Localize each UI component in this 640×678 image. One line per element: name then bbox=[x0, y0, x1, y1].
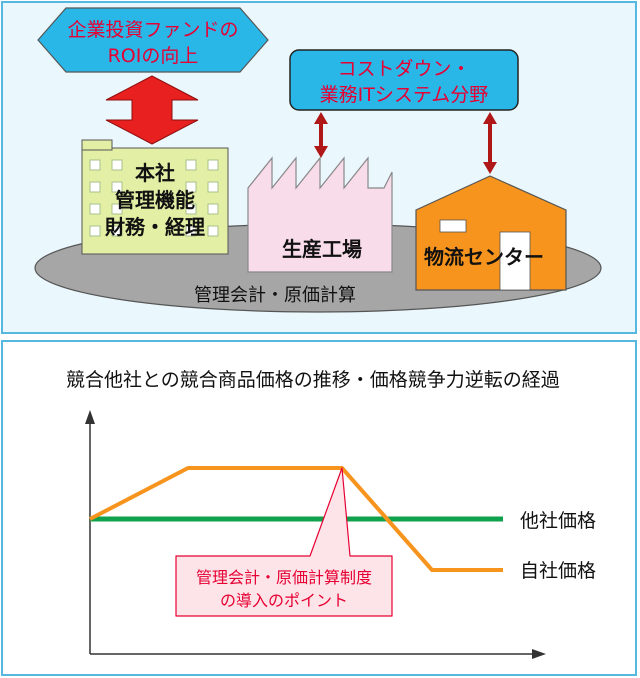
logistics-building bbox=[415, 175, 567, 291]
roi-double-arrow bbox=[105, 75, 199, 145]
base-label: 管理会計・原価計算 bbox=[194, 285, 356, 306]
factory-building bbox=[247, 156, 393, 273]
factory-connector-arrow bbox=[314, 112, 328, 158]
hq-window bbox=[89, 203, 101, 215]
hq-window bbox=[185, 203, 197, 215]
hq-window bbox=[89, 159, 101, 171]
roi-label-line2: ROIの向上 bbox=[108, 45, 199, 67]
hq-window bbox=[207, 159, 219, 171]
cost-label-line2: 業務ITシステム分野 bbox=[320, 84, 489, 106]
hq-label-line3: 財務・経理 bbox=[105, 215, 205, 239]
hq-window bbox=[89, 181, 101, 193]
hq-window bbox=[185, 159, 197, 171]
hq-window bbox=[111, 225, 123, 237]
cost-down-box bbox=[289, 49, 519, 111]
bottom-panel bbox=[1, 340, 637, 676]
hq-window bbox=[89, 225, 101, 237]
hq-window bbox=[111, 159, 123, 171]
hq-building bbox=[81, 139, 229, 255]
hq-window bbox=[207, 181, 219, 193]
roi-hexagon bbox=[37, 7, 269, 73]
hq-window bbox=[207, 203, 219, 215]
logistics-window bbox=[439, 219, 467, 233]
factory-label: 生産工場 bbox=[282, 237, 362, 261]
logistics-door bbox=[499, 231, 531, 291]
top-diagram: 管理会計・原価計算 企業投資ファンドの ROIの向上 コストダウン・ 業務ITシ… bbox=[34, 7, 602, 313]
hq-label-line1: 本社 bbox=[135, 161, 175, 185]
hq-window bbox=[111, 203, 123, 215]
logistics-connector-arrow bbox=[483, 112, 497, 174]
roi-label-line1: 企業投資ファンドの bbox=[67, 19, 238, 41]
hq-window bbox=[185, 225, 197, 237]
hq-window bbox=[111, 181, 123, 193]
hq-window bbox=[185, 181, 197, 193]
hq-label-line2: 管理機能 bbox=[115, 188, 195, 212]
cost-label-line1: コストダウン・ bbox=[337, 58, 470, 80]
logistics-label: 物流センター bbox=[424, 245, 544, 269]
hq-window bbox=[207, 225, 219, 237]
